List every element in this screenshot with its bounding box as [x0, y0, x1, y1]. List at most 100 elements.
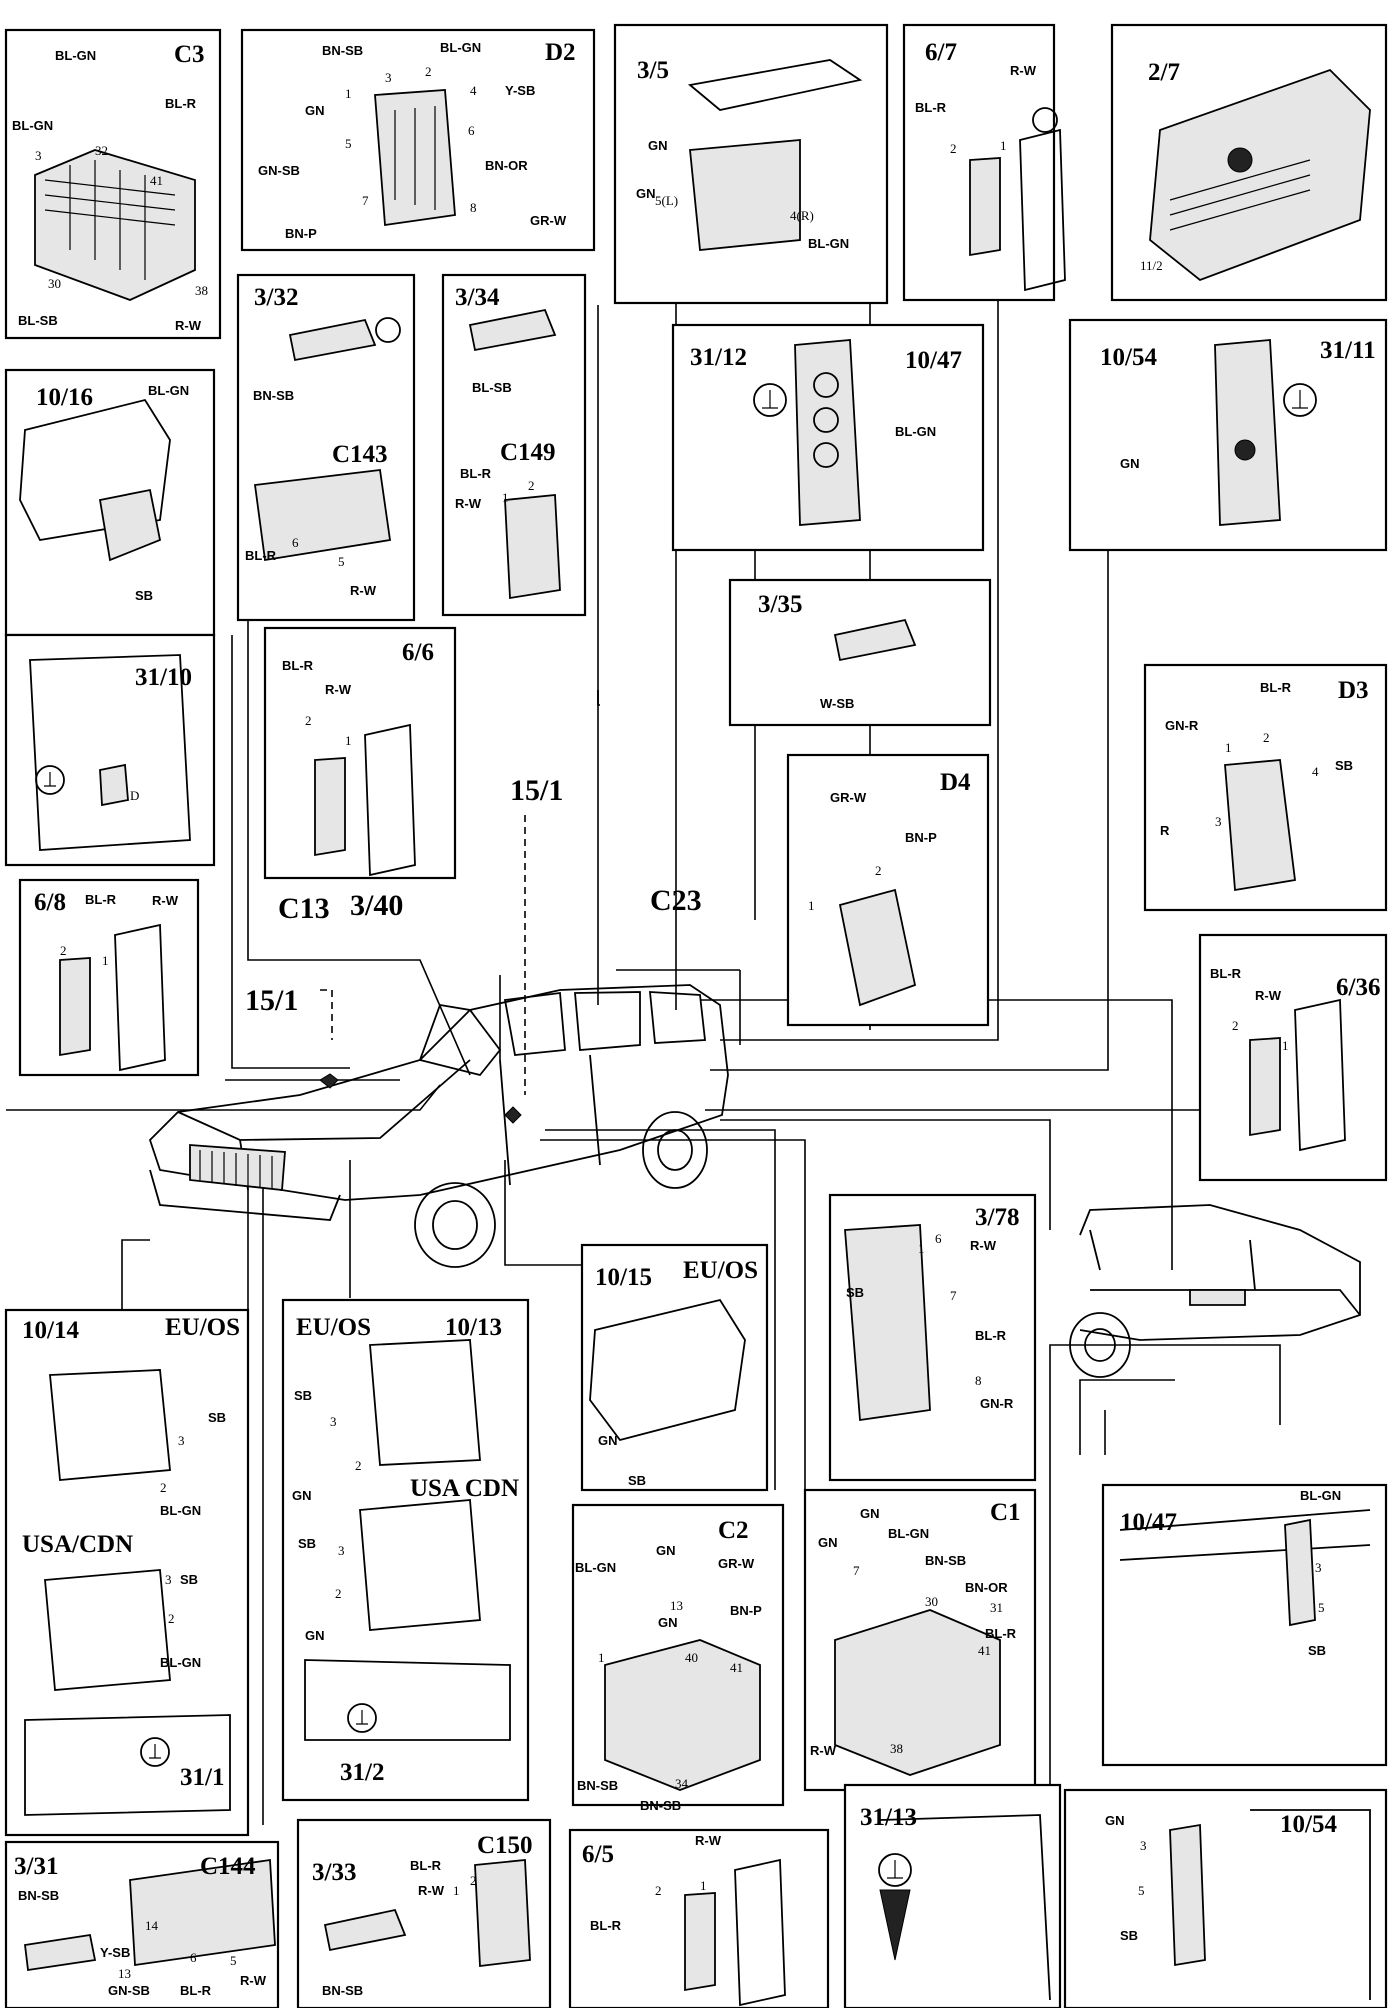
wire-label: SB	[208, 1410, 226, 1425]
market-label: EU/OS	[165, 1314, 240, 1341]
pin-label: 3	[330, 1414, 337, 1429]
pin-label: 3	[1140, 1838, 1147, 1853]
wire-label: R-W	[1255, 988, 1282, 1003]
wire-label: BL-SB	[18, 313, 58, 328]
pin-label: 3	[165, 1572, 172, 1587]
wire-label: SB	[298, 1536, 316, 1551]
pin-label: 3	[338, 1543, 345, 1558]
panel-title-10-47: 10/47	[905, 347, 962, 374]
wire-label: R-W	[970, 1238, 997, 1253]
wire-label: BL-R	[985, 1626, 1017, 1641]
pin-label: 1	[345, 86, 352, 101]
pin-label: 38	[195, 283, 208, 298]
pin-label: 8	[470, 200, 477, 215]
wire-label: BN-OR	[485, 158, 528, 173]
panel-title-d4: D4	[940, 769, 971, 796]
pin-label: 1	[1282, 1038, 1289, 1053]
pin-label: 1	[1225, 740, 1232, 755]
wire-label: GR-W	[830, 790, 867, 805]
pin-label: 3	[1315, 1560, 1322, 1575]
panel-title-10-54: 10/54	[1100, 344, 1157, 371]
panel-title-10-47-rear: 10/47	[1120, 1509, 1177, 1536]
wire-label: BL-R	[1260, 680, 1292, 695]
wire-label: R-W	[695, 1833, 722, 1848]
wire-label: BL-GN	[440, 40, 481, 55]
pin-label: 3	[1215, 814, 1222, 829]
pin-label: 1	[345, 733, 352, 748]
wire-label: BN-P	[905, 830, 937, 845]
pin-label: 1	[808, 898, 815, 913]
panel-title-6-5: 6/5	[582, 1841, 614, 1868]
pin-label: 5	[1138, 1883, 1145, 1898]
pin-label: 3	[385, 70, 392, 85]
wire-label: SB	[294, 1388, 312, 1403]
panel-title-c144: C144	[200, 1853, 256, 1880]
wire-label: Y-SB	[100, 1945, 130, 1960]
panel-title-31-2: 31/2	[340, 1759, 384, 1786]
rear-car-illustration	[1069, 1204, 1361, 1378]
panel-title-3-33: 3/33	[312, 1859, 356, 1886]
wire-label: GN	[292, 1488, 312, 1503]
wire-label: R-W	[810, 1743, 837, 1758]
wire-label: BL-R	[915, 100, 947, 115]
wire-label: R	[1160, 823, 1170, 838]
panel-title-3-34: 3/34	[455, 284, 500, 311]
wire-label: BL-R	[590, 1918, 622, 1933]
wire-label: GN	[1105, 1813, 1125, 1828]
pin-label: 2	[875, 863, 882, 878]
car-label-15-1: 15/1	[245, 984, 298, 1017]
panel-title-6-36: 6/36	[1336, 974, 1380, 1001]
pin-label: 7	[362, 193, 369, 208]
wire-label: BL-R	[282, 658, 314, 673]
car-label-3-40: 3/40	[350, 889, 403, 922]
pin-label: 40	[685, 1650, 698, 1665]
wire-label: BL-GN	[808, 236, 849, 251]
pin-label: 34	[675, 1776, 689, 1791]
pin-label: 2	[470, 1873, 477, 1888]
market-label: EU/OS	[296, 1314, 371, 1341]
pin-label: 1	[918, 1241, 925, 1256]
wire-label: GN	[636, 186, 656, 201]
wire-label: GN	[658, 1615, 678, 1630]
pin-label: 41	[150, 173, 163, 188]
pin-label: 2	[655, 1883, 662, 1898]
pin-label: 13	[670, 1598, 683, 1613]
pin-label: 2	[60, 943, 67, 958]
wire-label: BL-GN	[148, 383, 189, 398]
panel-title-3-32: 3/32	[254, 284, 298, 311]
pin-label: 38	[890, 1741, 903, 1756]
wire-label: GR-W	[718, 1556, 755, 1571]
wire-label: R-W	[175, 318, 202, 333]
wire-label: GN	[305, 103, 325, 118]
wire-label: BN-P	[730, 1603, 762, 1618]
panel-title-31-13: 31/13	[860, 1804, 917, 1831]
wire-label: BL-GN	[160, 1503, 201, 1518]
pin-label: 7	[853, 1563, 860, 1578]
wire-label: BL-SB	[472, 380, 512, 395]
pin-label: 4(R)	[790, 208, 814, 223]
pin-label: 2	[1263, 730, 1270, 745]
ground-symbols	[35, 383, 1317, 1887]
pin-label: 2	[168, 1611, 175, 1626]
wire-label: BN-SB	[253, 388, 294, 403]
wire-label: BL-GN	[888, 1526, 929, 1541]
pin-label: 5(L)	[655, 193, 678, 208]
panel-title-10-14: 10/14	[22, 1317, 79, 1344]
wire-label: BN-SB	[640, 1798, 681, 1813]
pin-label: 5	[230, 1953, 237, 1968]
pin-label: 3	[178, 1433, 185, 1448]
panel-title-10-15: 10/15	[595, 1264, 652, 1291]
wire-label: SB	[135, 588, 153, 603]
panel-title-3-31: 3/31	[14, 1853, 58, 1880]
wire-label: BL-R	[1210, 966, 1242, 981]
pin-label: 6	[292, 535, 299, 550]
wire-label: SB	[1335, 758, 1353, 773]
panel-title-3-35: 3/35	[758, 591, 802, 618]
wire-label: BL-GN	[895, 424, 936, 439]
pin-label: 6	[190, 1950, 197, 1965]
wire-label: BN-SB	[18, 1888, 59, 1903]
pin-label: 6	[468, 123, 475, 138]
pin-label: 31	[990, 1600, 1003, 1615]
panel-title-31-11: 31/11	[1320, 337, 1376, 364]
